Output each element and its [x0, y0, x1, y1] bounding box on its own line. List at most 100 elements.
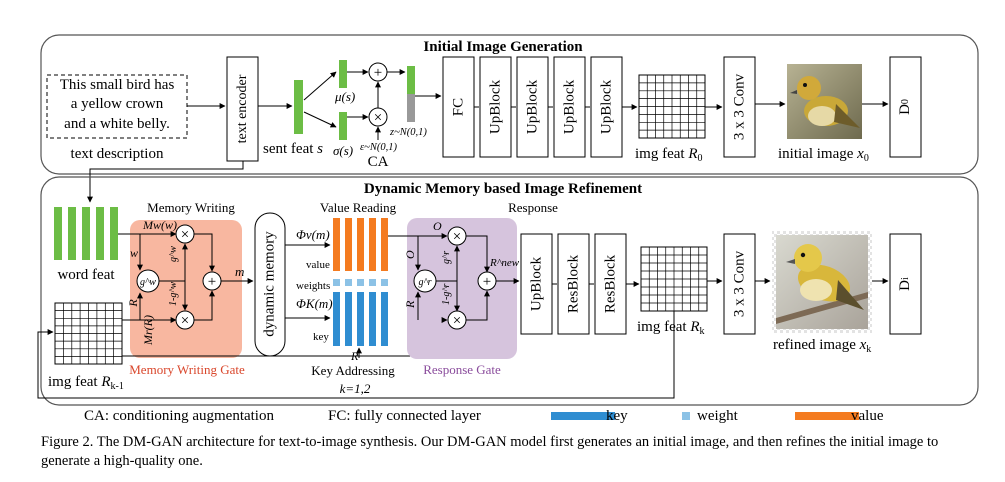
upblock-4-label: UpBlock [598, 79, 614, 134]
discriminator-d0-label: D0 [897, 99, 913, 115]
ca-label: CA [368, 154, 389, 170]
z-label: z~N(0,1) [389, 127, 427, 138]
k-equals-label: k=1,2 [340, 381, 371, 396]
word-feat-label: word feat [57, 267, 115, 283]
figure-caption: Figure 2. The DM-GAN architecture for te… [41, 434, 939, 469]
legend-weight-label: weight [697, 408, 739, 424]
text-encoder-box [226, 56, 259, 162]
arrow-loop-back-rk-to-rk-1 [37, 311, 675, 399]
conv2-box [723, 233, 756, 335]
upblock-1-label: UpBlock [487, 79, 503, 134]
memory-writing-gate-region [130, 220, 242, 358]
arrow-top-to-rnew-plus [466, 235, 490, 273]
stage2-upblock-label: UpBlock [528, 256, 544, 311]
mr-label: Mr(R) [141, 315, 155, 346]
text-encoder-label: text encoder [235, 74, 250, 143]
value-reading-label: Value Reading [320, 200, 397, 215]
rnew-label: R^new [489, 257, 520, 269]
stage1-frame [40, 34, 979, 175]
memory-writing-gate-label: Memory Writing Gate [129, 362, 245, 377]
gw-top-label: g^w [168, 246, 179, 262]
value-bars [333, 218, 388, 271]
arrow-sent-to-mu [303, 71, 337, 101]
ca-plus-symbol: + [374, 65, 382, 81]
sigma-bar [339, 112, 347, 140]
rnew-plus-symbol: + [483, 274, 491, 290]
conv1-label: 3 x 3 Conv [731, 73, 747, 140]
concat-gray-bar [407, 94, 415, 122]
word-feat-bars [54, 207, 118, 260]
gw-label: g^w [140, 277, 156, 288]
stage2-upblock-box [520, 233, 553, 335]
discriminator-d0-box [889, 56, 922, 158]
sigma-label: σ(s) [333, 143, 353, 158]
initial-image-generation-panel: Initial Image Generation This small bird… [40, 34, 979, 175]
discriminator-di-box [889, 233, 922, 335]
refined-image-label: refined image xk [773, 337, 871, 355]
r-times-symbol: × [453, 313, 461, 329]
o-times-symbol: × [453, 229, 461, 245]
arrow-encoder-to-word-feat [87, 161, 244, 203]
response-label: Response [508, 200, 558, 215]
mw-times-symbol: × [181, 227, 189, 243]
img-feat-rk-label: img feat Rk [637, 319, 705, 337]
sent-feat-label: sent feat s [263, 141, 323, 157]
legend-key-label: key [606, 408, 628, 424]
img-feat-r0-grid [638, 74, 706, 139]
phi-k-label: ΦK(m) [296, 296, 333, 311]
img-feat-rk-1-grid [54, 302, 123, 365]
img-feat-rk-grid [640, 246, 708, 312]
weight-squares [333, 279, 388, 286]
arrow-bottom-to-rnew-plus [466, 290, 490, 321]
stage2-title: Dynamic Memory based Image Refinement [364, 181, 642, 197]
key-bars [333, 292, 388, 346]
one-minus-gw-label: 1-g^w [168, 281, 179, 306]
weights-label: weights [296, 280, 330, 292]
concat-green-bar [407, 66, 415, 94]
legend-value-label: value [851, 408, 884, 424]
img-feat-rk-1-label: img feat Rk-1 [48, 374, 124, 392]
sent-feat-bar [294, 80, 303, 134]
response-gate-label: Response Gate [423, 362, 501, 377]
stage2-resblock-1-label: ResBlock [565, 254, 581, 313]
mu-bar [339, 60, 347, 88]
key-label: key [313, 331, 329, 343]
legend-weight-swatch [682, 412, 690, 420]
legend-ca: CA: conditioning augmentation [84, 408, 274, 424]
img-feat-r0-label: img feat R0 [635, 146, 703, 164]
text-description-line-3: and a white belly. [64, 116, 170, 132]
arrow-top-times-to-plus [194, 233, 215, 272]
stage2-frame [40, 176, 979, 406]
upblock-1-box [479, 56, 512, 158]
stage1-title: Initial Image Generation [423, 39, 583, 55]
o-label-top: O [433, 219, 442, 233]
stage2-resblock-1-box [557, 233, 590, 335]
memory-writing-label: Memory Writing [147, 200, 235, 215]
arrow-bottom-times-to-plus [194, 290, 215, 321]
phi-v-label: Φv(m) [296, 227, 330, 242]
text-description-label: text description [71, 146, 164, 162]
arrow-sent-to-sigma [303, 111, 337, 128]
dynamic-memory-refinement-panel: Dynamic Memory based Image Refinement Me… [37, 176, 979, 406]
gr-label: g^r [418, 277, 431, 288]
text-description-line-2: a yellow crown [71, 96, 164, 112]
r-label-writing: R [126, 299, 140, 308]
upblock-3-box [553, 56, 586, 158]
stage2-resblock-2-label: ResBlock [602, 254, 618, 313]
one-minus-gr-label: 1-g^r [441, 283, 452, 305]
epsilon-label: ε~N(0,1) [360, 142, 397, 153]
mu-label: μ(s) [334, 89, 355, 104]
upblock-2-box [516, 56, 549, 158]
dynamic-memory-label: dynamic memory [261, 231, 277, 337]
value-label: value [306, 259, 330, 271]
initial-image-label: initial image x0 [778, 146, 869, 164]
ca-times-symbol: × [374, 110, 382, 126]
w-label: w [130, 246, 138, 260]
text-description-line-1: This small bird has [60, 77, 175, 93]
gr-top-label: g^r [441, 251, 452, 264]
fc-label: FC [450, 98, 466, 116]
key-addressing-label: Key Addressing [311, 363, 395, 378]
legend-value-swatch [795, 412, 859, 420]
upblock-3-label: UpBlock [561, 79, 577, 134]
stage2-resblock-2-box [594, 233, 627, 335]
